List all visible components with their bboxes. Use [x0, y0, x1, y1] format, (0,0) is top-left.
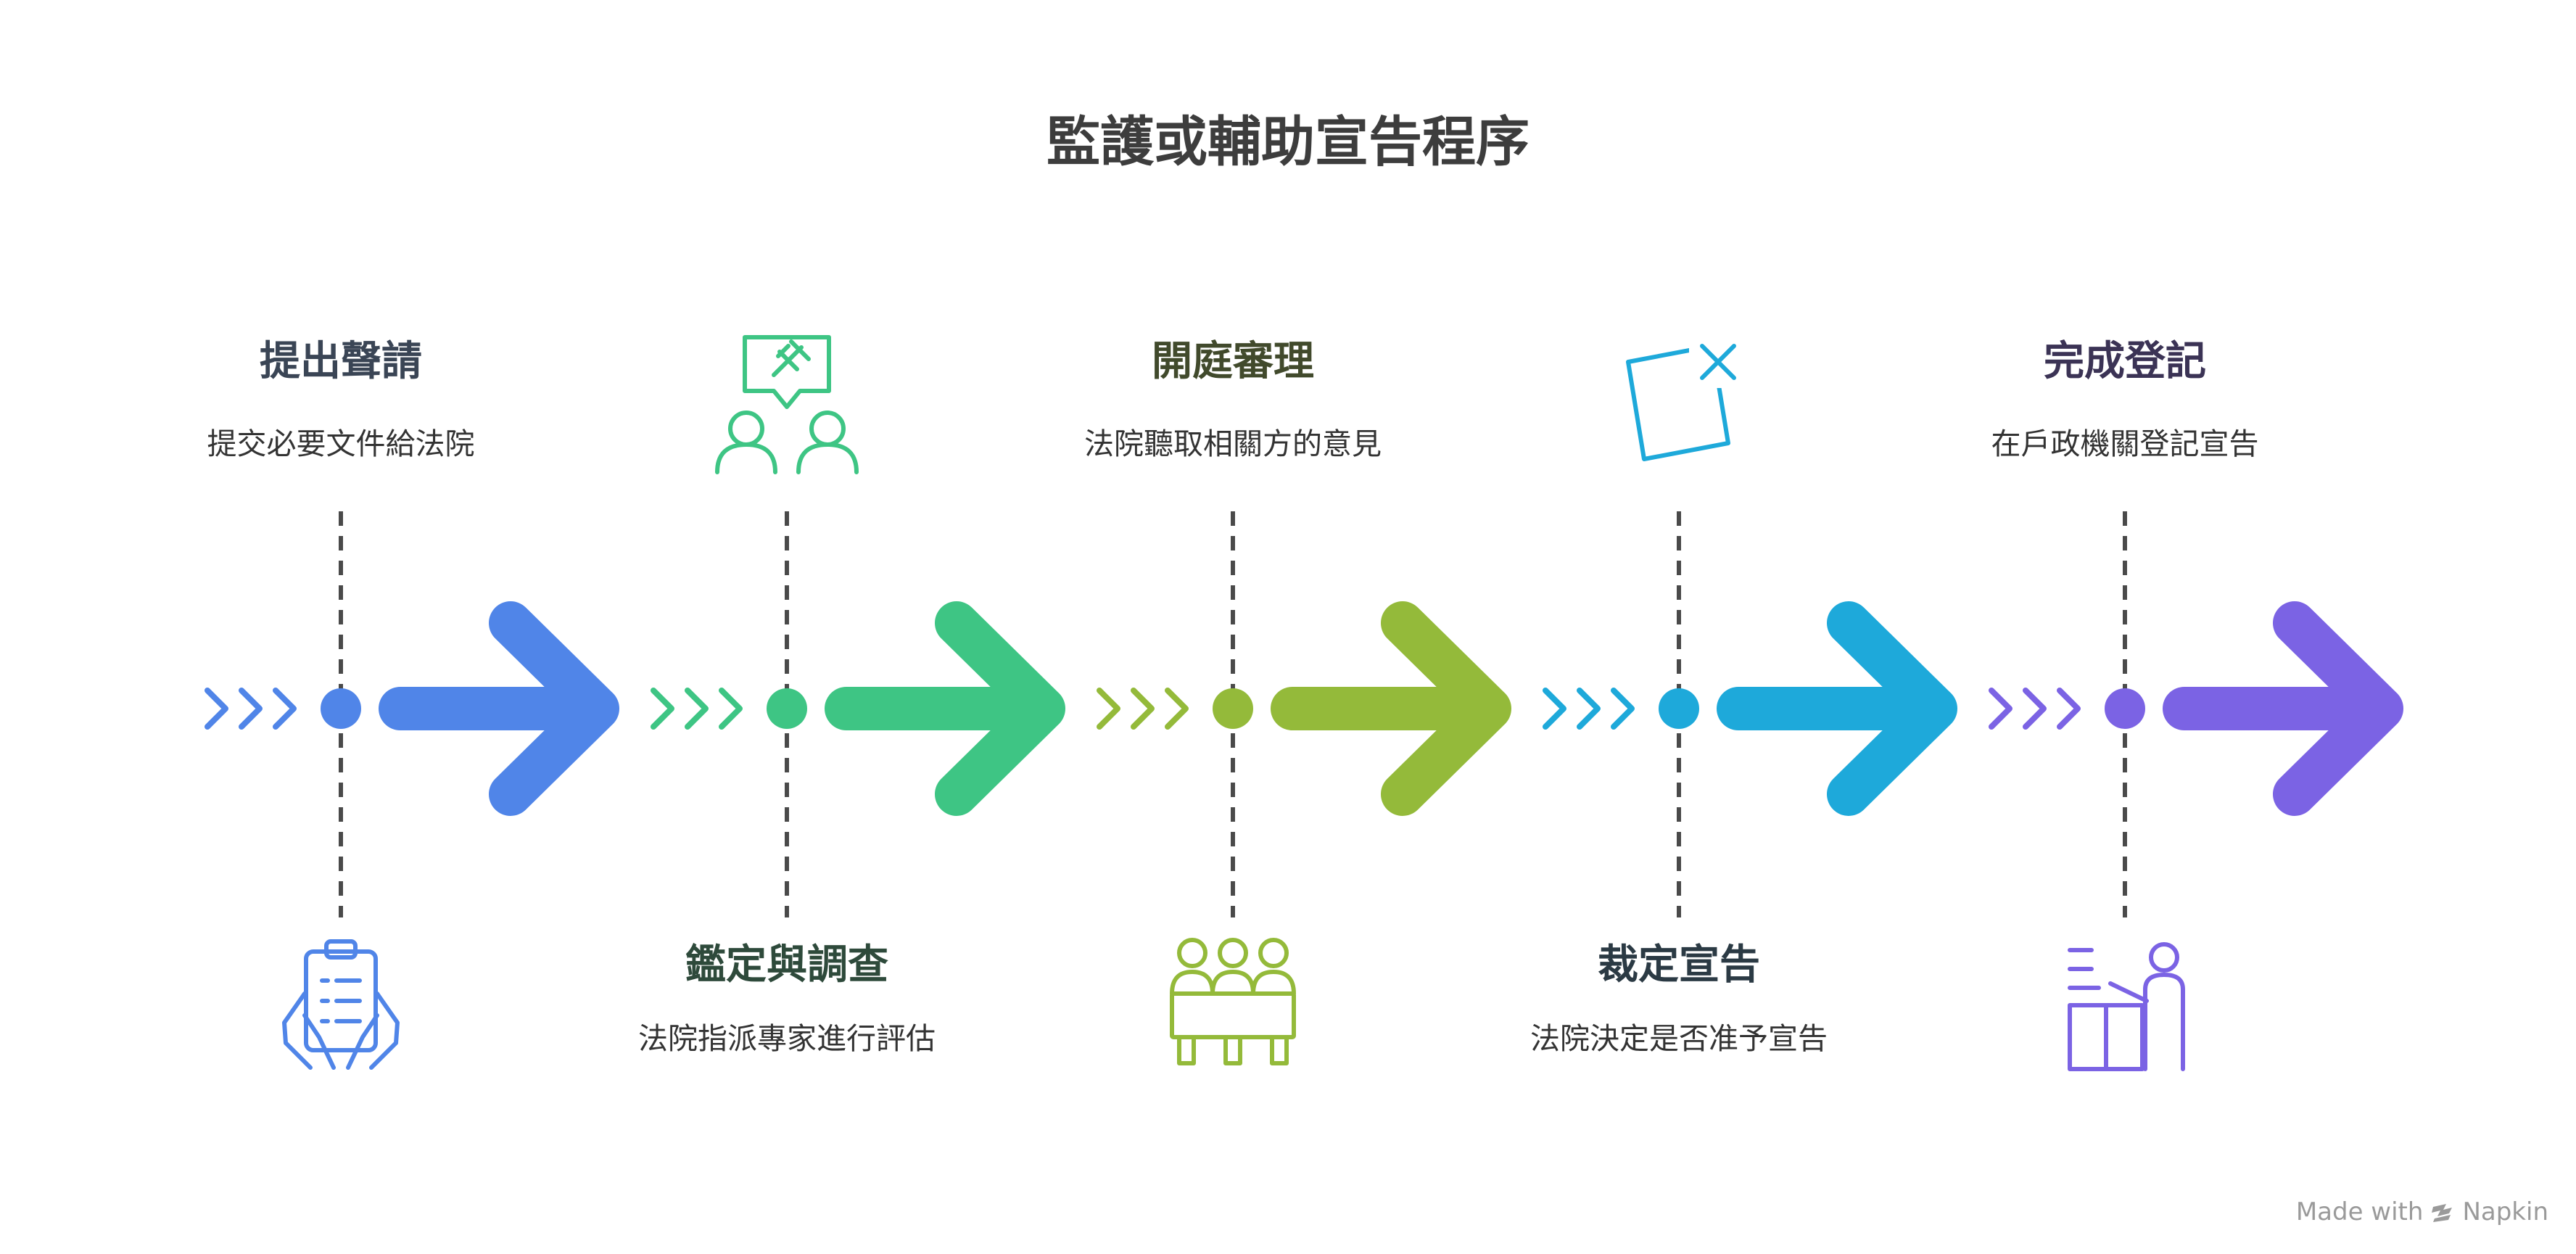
arrow-icon	[1271, 601, 1511, 816]
decision-x-icon	[1626, 333, 1744, 461]
step-description: 法院指派專家進行評估	[638, 1021, 936, 1056]
chevron-icon	[273, 688, 297, 730]
chevron-icon	[685, 688, 709, 730]
chevron-icon	[239, 688, 263, 730]
chevron-icon	[205, 688, 228, 730]
chevron-icon	[1165, 688, 1189, 730]
chevron-icon	[1989, 688, 2012, 730]
chevron-icon	[1543, 688, 1566, 730]
step-node	[321, 688, 361, 729]
step-label: 提出聲請	[260, 338, 422, 385]
step-node	[1213, 688, 1253, 729]
clipboard-hands-icon	[282, 939, 400, 1070]
step-group	[1989, 511, 2403, 1071]
step-group	[1543, 333, 1957, 917]
chevron-icon	[2057, 688, 2081, 730]
chevron-icon	[719, 688, 743, 730]
step-description: 法院決定是否准予宣告	[1530, 1021, 1828, 1056]
step-label: 完成登記	[2044, 338, 2206, 385]
step-label: 開庭審理	[1152, 338, 1314, 385]
napkin-watermark: Made with Napkin	[2296, 1197, 2548, 1226]
chevron-icon	[2023, 688, 2047, 730]
arrow-icon	[379, 601, 619, 816]
chevron-icon	[1097, 688, 1120, 730]
chevron-icon	[1611, 688, 1635, 730]
arrow-icon	[825, 601, 1065, 816]
arrow-icon	[1717, 601, 1957, 816]
step-node	[1659, 688, 1699, 729]
diagram-title: 監護或輔助宣告程序	[1046, 111, 1530, 173]
step-label: 鑑定與調查	[685, 941, 888, 989]
step-node	[767, 688, 807, 729]
step-description: 提交必要文件給法院	[207, 426, 475, 461]
step-group	[1097, 511, 1511, 1065]
chevron-icon	[651, 688, 674, 730]
panel-people-icon	[1170, 938, 1296, 1065]
step-node	[2105, 688, 2145, 729]
registration-desk-icon	[2068, 942, 2185, 1071]
napkin-brand-text: Napkin	[2462, 1197, 2548, 1226]
made-with-text: Made with	[2295, 1197, 2424, 1226]
discussion-gavel-icon	[715, 335, 859, 474]
step-group	[651, 335, 1065, 917]
chevron-icon	[1131, 688, 1155, 730]
step-description: 在戶政機關登記宣告	[1991, 426, 2259, 461]
arrow-icon	[2163, 601, 2403, 816]
chevron-icon	[1577, 688, 1601, 730]
step-label: 裁定宣告	[1598, 941, 1760, 989]
step-group	[205, 511, 619, 1070]
napkin-logo-icon	[2432, 1204, 2453, 1222]
step-description: 法院聽取相關方的意見	[1084, 426, 1382, 461]
